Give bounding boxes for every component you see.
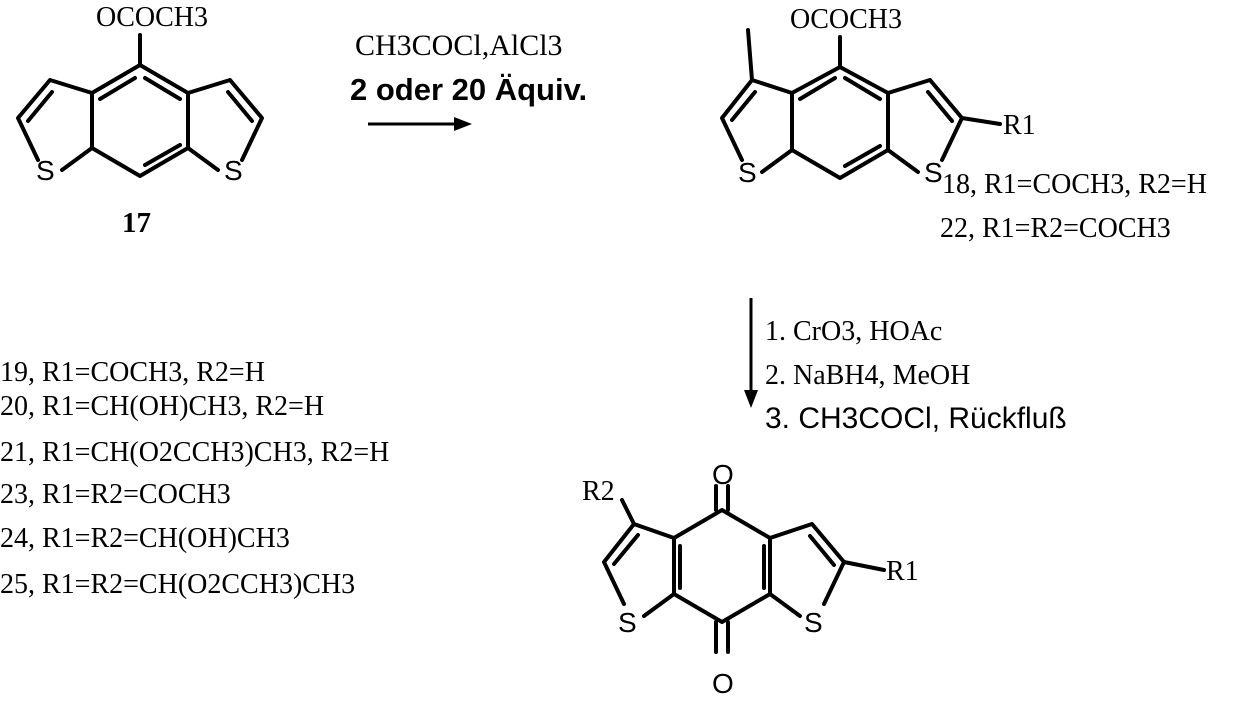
compound-22-variant: 22, R1=R2=COCH3 bbox=[940, 213, 1171, 244]
compound-17-label: 17 bbox=[122, 207, 151, 239]
compound-18-r1-label: R1 bbox=[1003, 110, 1036, 141]
step1-arrow bbox=[368, 117, 472, 131]
product-19: 19, R1=COCH3, R2=H bbox=[0, 357, 265, 388]
quinone-sulfur-left: S bbox=[618, 607, 637, 638]
step1-reagent: CH3COCl,AlCl3 bbox=[355, 29, 563, 62]
compound-17-substituent: OCOCH3 bbox=[96, 2, 208, 33]
compound-18-substituent: OCOCH3 bbox=[790, 4, 902, 35]
quinone-oxygen-bottom: O bbox=[712, 668, 734, 699]
quinone-r1-label: R1 bbox=[886, 556, 919, 587]
compound-18-structure bbox=[722, 30, 1000, 178]
step1-equivalents: 2 oder 20 Äquiv. bbox=[350, 72, 587, 107]
quinone-sulfur-right: S bbox=[804, 607, 823, 638]
product-20: 20, R1=CH(OH)CH3, R2=H bbox=[0, 391, 324, 422]
compound-18-variant: 18, R1=COCH3, R2=H bbox=[942, 169, 1207, 200]
step2-arrow bbox=[744, 298, 758, 408]
product-21: 21, R1=CH(O2CCH3)CH3, R2=H bbox=[0, 437, 389, 468]
compound-18-sulfur-right: S bbox=[924, 157, 943, 188]
step2-line2: 2. NaBH4, MeOH bbox=[765, 360, 970, 391]
compound-17-sulfur-left: S bbox=[36, 155, 55, 186]
quinone-r2-label: R2 bbox=[582, 476, 615, 507]
quinone-oxygen-top: O bbox=[712, 459, 734, 490]
step2-line3: 3. CH3COCl, Rückfluß bbox=[765, 402, 1067, 435]
product-23: 23, R1=R2=COCH3 bbox=[0, 479, 231, 510]
product-24: 24, R1=R2=CH(OH)CH3 bbox=[0, 523, 290, 554]
step2-line1: 1. CrO3, HOAc bbox=[765, 316, 942, 347]
quinone-structure bbox=[604, 486, 884, 652]
compound-17-sulfur-right: S bbox=[224, 155, 243, 186]
product-25: 25, R1=R2=CH(O2CCH3)CH3 bbox=[0, 569, 355, 600]
compound-18-sulfur-left: S bbox=[738, 157, 757, 188]
